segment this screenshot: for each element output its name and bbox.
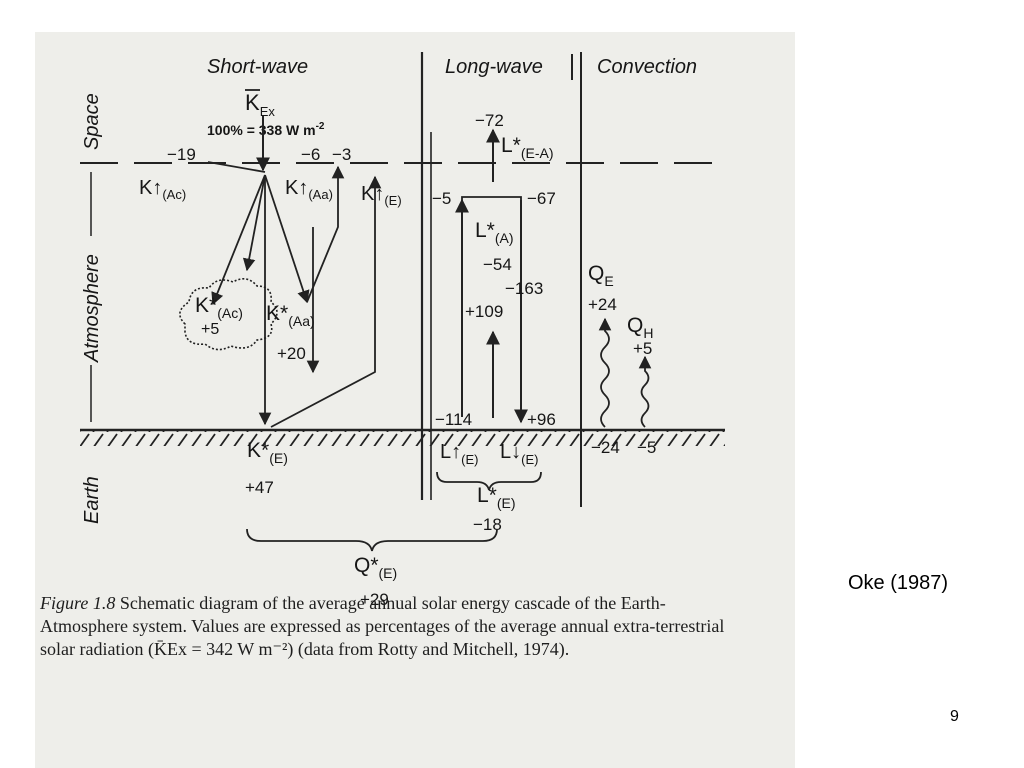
zone-label-earth: Earth [81, 476, 103, 524]
figure-label: Figure 1.8 [40, 593, 116, 613]
k-up-aa-label: K↑(Aa) [285, 177, 333, 202]
figure-caption: Figure 1.8 Schematic diagram of the aver… [40, 592, 740, 661]
q-h-wavy-arrow [638, 355, 652, 428]
l-up-e-value: −114 [435, 410, 472, 429]
q-e-wavy-arrow [598, 317, 612, 428]
q-star-e-brace [246, 528, 498, 552]
lw-atm-up-value: +109 [465, 302, 503, 321]
l-star-ea-label: L*(E-A) [501, 134, 554, 161]
figure-caption-text: Schematic diagram of the average annual … [40, 593, 725, 659]
cloud-icon [179, 278, 278, 351]
l-star-e-brace [436, 471, 542, 491]
l-star-a-label: L*(A) [475, 219, 514, 246]
sw-arrow-to-space-ac [207, 161, 266, 173]
energy-cascade-diagram: Short-wave Long-wave Convection Space At… [80, 52, 725, 581]
lw-box-top [461, 196, 522, 202]
k-star-e-value: +47 [245, 478, 274, 497]
q-e-surface-value: −24 [591, 438, 620, 457]
l-down-e-label: L↓(E) [500, 441, 538, 467]
lw-right-space-value: −67 [527, 189, 556, 208]
q-h-surface-value: −5 [637, 438, 656, 457]
l-up-e-label: L↑(E) [440, 441, 478, 467]
zone-label-space: Space [81, 93, 103, 150]
header-longwave: Long-wave [445, 56, 543, 78]
k-up-ac-label: K↑(Ac) [139, 177, 186, 202]
lw-atm-down-value: −163 [505, 279, 543, 298]
q-h-atm-value: +5 [633, 339, 652, 358]
k-up-e-value: −3 [332, 145, 351, 164]
sw-arrow-surface-reflect [270, 175, 382, 428]
sw-arrow-to-cloud-down [242, 174, 266, 272]
sw-arrow-ac-reflect [211, 174, 266, 306]
l-down-e-value: +96 [527, 410, 556, 429]
source-credit: Oke (1987) [848, 572, 949, 594]
l-star-e-value: −18 [473, 515, 502, 534]
q-e-label: QE [588, 262, 614, 289]
lw-left-space-value: −5 [432, 189, 451, 208]
l-star-a-value: −54 [483, 255, 512, 274]
q-e-atm-value: +24 [588, 295, 617, 314]
k-star-ac-value: +5 [201, 321, 219, 338]
k-star-aa-value: +20 [277, 344, 306, 363]
zone-label-atmosphere: Atmosphere [81, 254, 103, 363]
l-star-e-label: L*(E) [477, 484, 516, 511]
k-up-ac-value: −19 [167, 145, 196, 164]
k-star-ac-label: K*(Ac) [195, 294, 243, 321]
incoming-definition: 100% = 338 W m-2 [207, 121, 325, 138]
incoming-symbol: KEx [245, 90, 275, 119]
k-up-aa-value: −6 [301, 145, 320, 164]
earth-surface-hatching [80, 430, 725, 446]
k-up-e-label: K↑(E) [361, 183, 402, 208]
q-star-e-label: Q*(E) [354, 554, 397, 581]
k-star-e-label: K*(E) [247, 439, 288, 466]
sw-arrow-to-aa [264, 174, 310, 304]
header-convection: Convection [597, 56, 697, 78]
q-h-label: QH [627, 314, 653, 341]
page-number: 9 [950, 708, 959, 725]
k-star-aa-label: K*(Aa) [266, 302, 315, 329]
l-star-ea-value: −72 [475, 111, 504, 130]
q-star-e-value: +29 [360, 590, 389, 609]
header-shortwave: Short-wave [207, 56, 308, 78]
sw-arrow-aa-up [306, 165, 345, 303]
scanned-figure: Short-wave Long-wave Convection Space At… [35, 32, 795, 768]
